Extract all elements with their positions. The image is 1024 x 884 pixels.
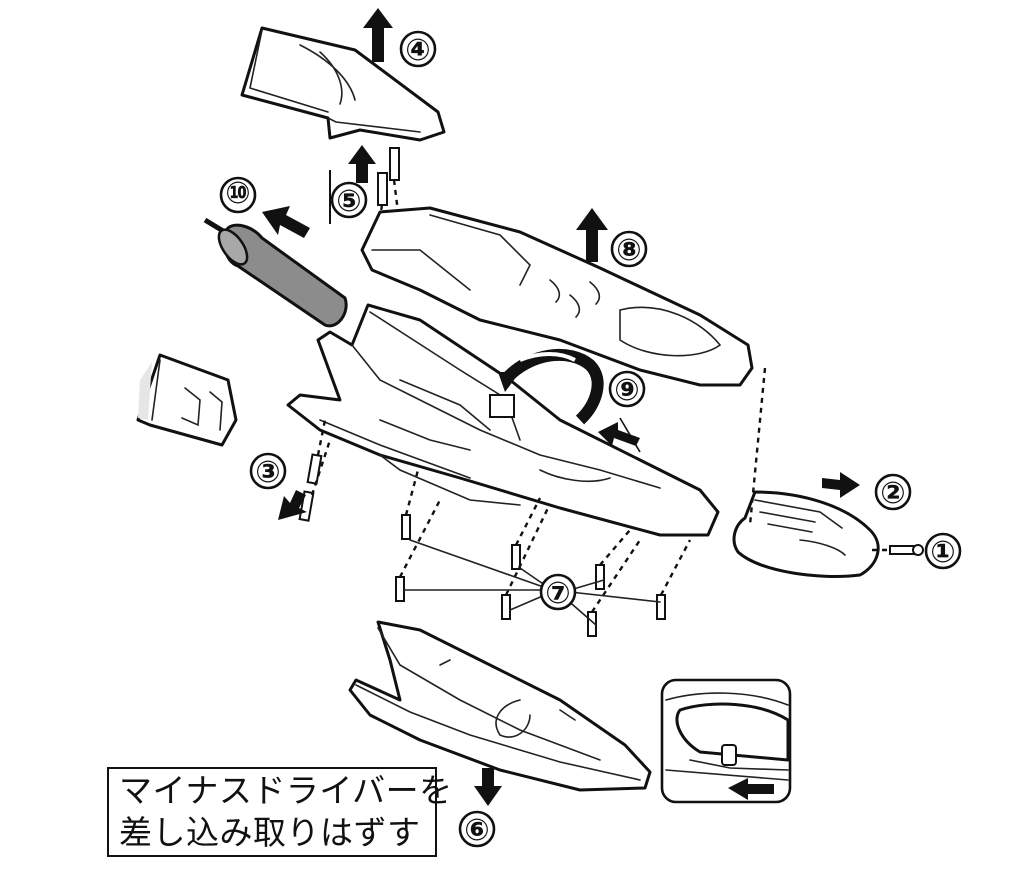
screws-step7 bbox=[395, 514, 666, 637]
upper-frame-part bbox=[360, 206, 754, 387]
arrow-up-step4 bbox=[363, 8, 393, 62]
screw-pair-step5 bbox=[377, 147, 400, 206]
svg-text:⑨: ⑨ bbox=[614, 373, 639, 408]
detail-inset bbox=[660, 678, 792, 804]
front-cap-part bbox=[732, 490, 880, 578]
arrow-up-step8 bbox=[576, 208, 608, 262]
arrow-down-step3 bbox=[278, 490, 307, 520]
rotate-arrow-step9 bbox=[498, 348, 604, 425]
svg-text:③: ③ bbox=[255, 455, 280, 490]
bottom-cover-part bbox=[348, 620, 652, 792]
svg-text:⑦: ⑦ bbox=[545, 576, 570, 611]
arrow-left-step10 bbox=[262, 206, 310, 238]
main-chassis-part bbox=[286, 303, 720, 537]
screw-step1 bbox=[889, 544, 924, 556]
top-cover-part bbox=[240, 26, 446, 142]
step-label-5: ⑤ bbox=[330, 181, 368, 219]
step-label-6: ⑥ bbox=[458, 810, 496, 848]
svg-text:②: ② bbox=[880, 476, 905, 511]
step-label-4: ④ bbox=[399, 30, 437, 68]
motor-part bbox=[203, 217, 348, 328]
step-label-3: ③ bbox=[249, 452, 287, 490]
step-label-9: ⑨ bbox=[608, 370, 646, 408]
svg-text:④: ④ bbox=[405, 33, 430, 68]
svg-text:⑩: ⑩ bbox=[225, 176, 250, 211]
step-label-7: ⑦ bbox=[539, 573, 577, 611]
step-label-2: ② bbox=[874, 473, 912, 511]
guide-line-9 bbox=[619, 417, 641, 453]
arrow-down-step6 bbox=[474, 768, 502, 806]
step-label-8: ⑧ bbox=[610, 230, 648, 268]
blade-block-part bbox=[136, 353, 238, 447]
svg-text:⑥: ⑥ bbox=[464, 813, 489, 848]
step-label-10: ⑩ bbox=[219, 176, 257, 214]
svg-text:①: ① bbox=[930, 535, 955, 570]
instruction-note-line-2: 差し込み取りはずす bbox=[119, 813, 421, 852]
step-label-1: ① bbox=[924, 532, 962, 570]
arrow-up-step5 bbox=[348, 145, 376, 183]
svg-text:⑤: ⑤ bbox=[336, 184, 361, 219]
leader-lines-step7 bbox=[403, 539, 661, 626]
arrow-right-step2 bbox=[822, 472, 860, 498]
svg-text:⑧: ⑧ bbox=[616, 233, 641, 268]
screws-step3 bbox=[298, 453, 323, 522]
instruction-note-box: マイナスドライバーを 差し込み取りはずす bbox=[107, 767, 452, 857]
arrow-left-small bbox=[598, 422, 640, 446]
instruction-note-line-1: マイナスドライバーを bbox=[119, 771, 453, 810]
